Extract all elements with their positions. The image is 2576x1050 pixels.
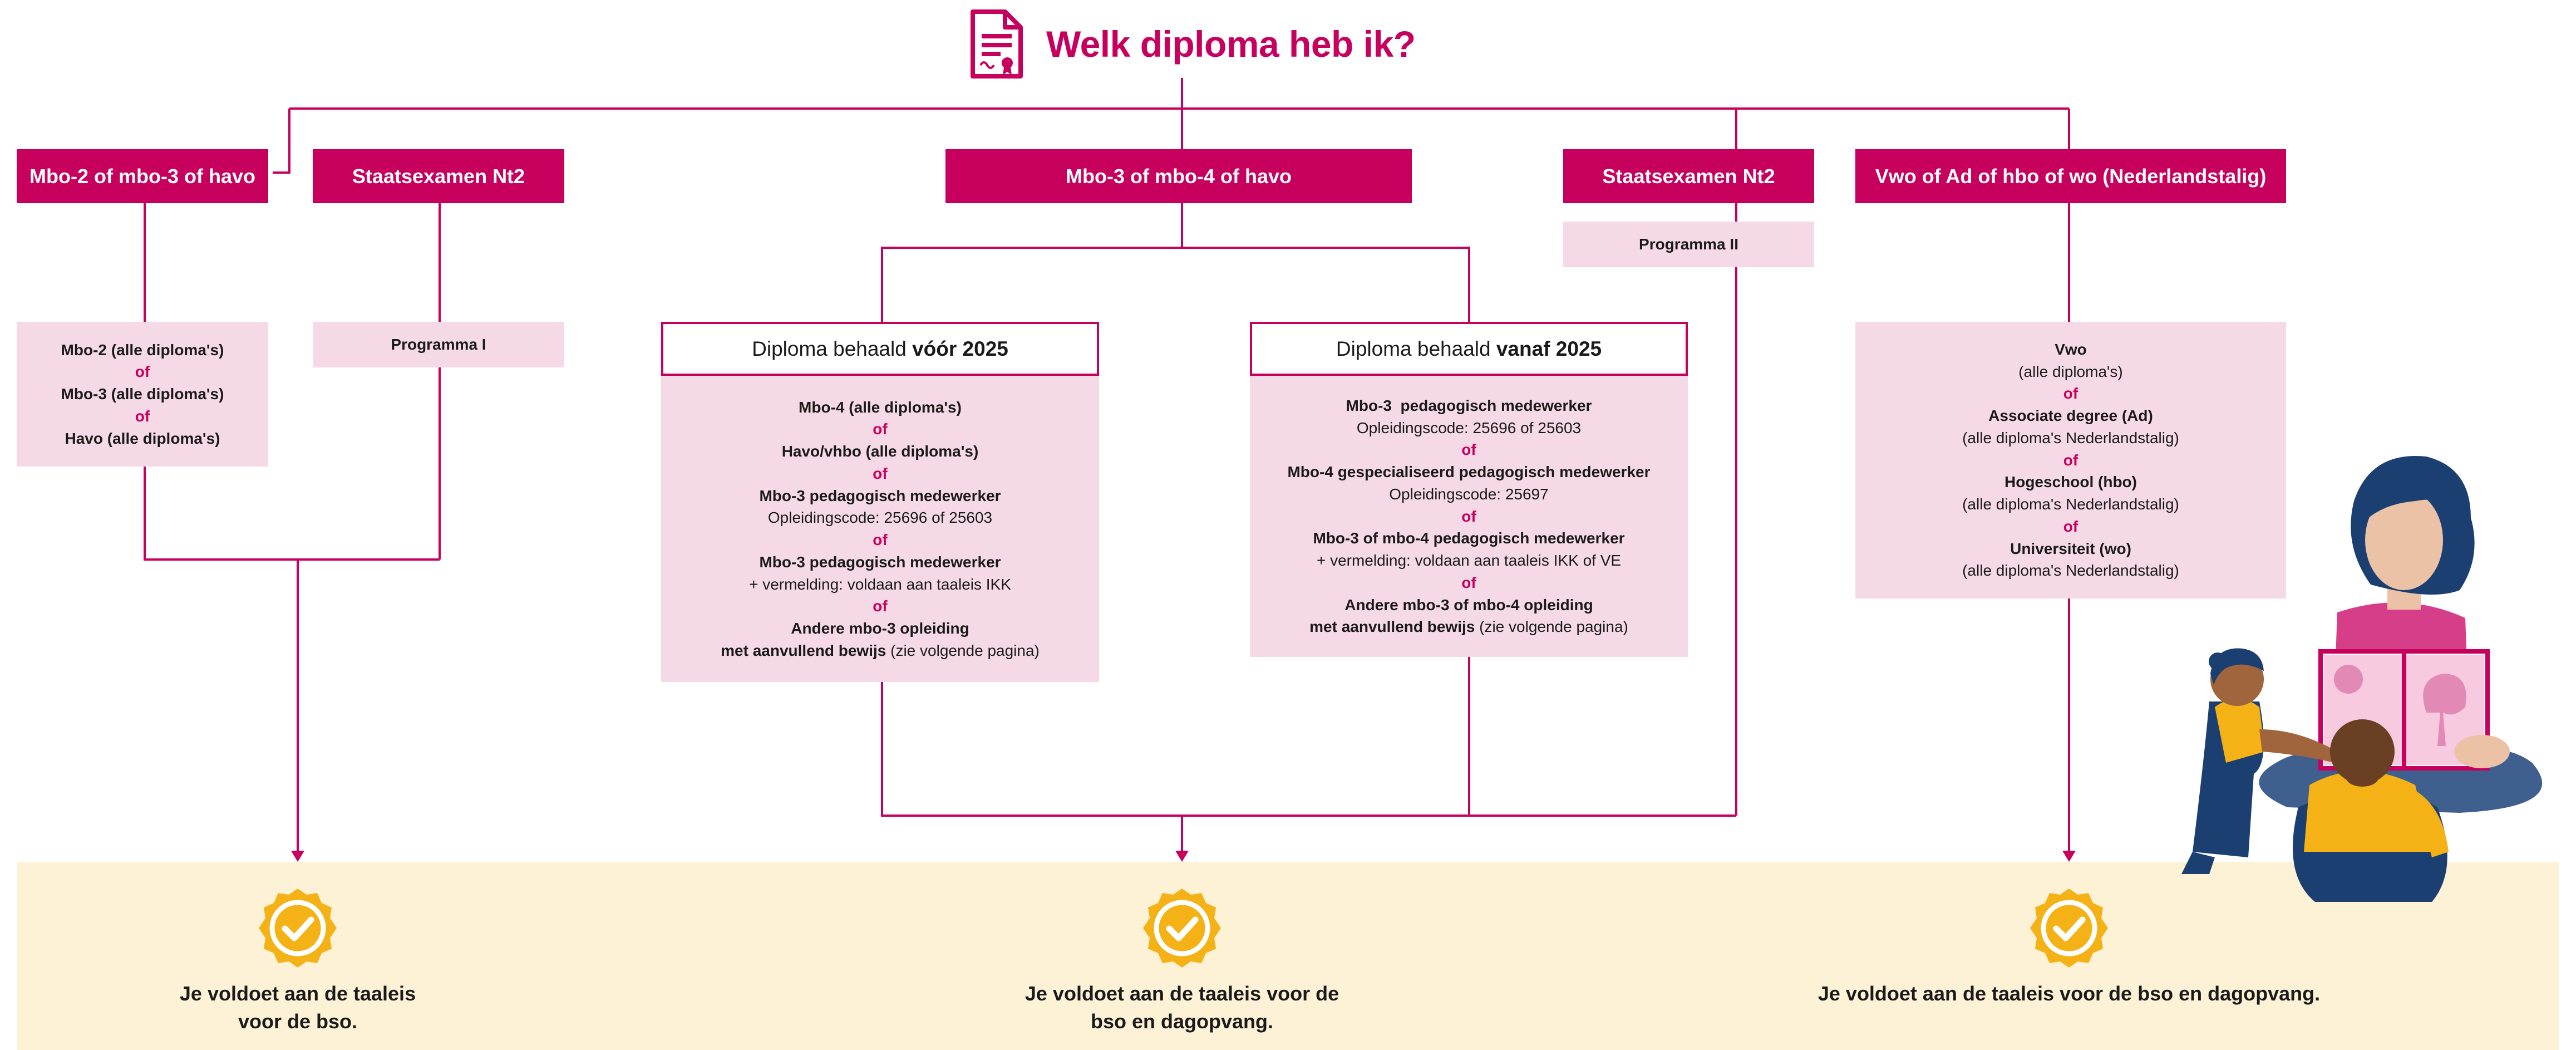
programma-1-label: Programma I [391,336,486,354]
box-line: Mbo-2 (alle diploma's) [61,341,224,359]
box-line-with-note: met aanvullend bewijs (zie volgende pagi… [1309,616,1628,638]
programma-1-box: Programma I [313,322,564,367]
box-note: (zie volgende pagina) [1475,618,1628,636]
result-right: Je voldoet aan de taaleis voor de bso en… [1818,982,2321,1005]
box-line: Mbo-3 pedagogisch medewerker [1346,396,1592,414]
box-subline: + vermelding: voldaan aan taaleis IKK [749,575,1011,593]
child-left-hairbun-shape [2209,652,2227,670]
box-line: Havo (alle diploma's) [65,429,220,447]
box-line: Mbo-4 gespecialiseerd pedagogisch medewe… [1287,463,1651,481]
header-diploma-vanaf-2025: Diploma behaald vanaf 2025 [1250,322,1688,376]
box-diploma-voor-2025: Mbo-4 (alle diploma's) of Havo/vhbo (all… [661,376,1099,682]
reading-family-illustration [2181,456,2543,902]
result-left-line2: voor de bso. [238,1010,358,1033]
result-middle-line1: Je voldoet aan de taaleis voor de [1025,982,1339,1005]
checkmark-badge-icon [1143,889,1221,968]
programma-2-label: Programma II [1639,235,1738,253]
diploma-voor-prefix: Diploma behaald [752,337,913,360]
result-band [17,862,2559,1050]
of-separator: of [1461,573,1476,591]
woman-hand-shape [2454,735,2510,768]
box-line: Mbo-3 of mbo-4 pedagogisch medewerker [1313,529,1625,547]
checkmark-badge-icon [259,889,337,968]
header-vwo-ad-hbo-wo: Vwo of Ad of hbo of wo (Nederlandstalig) [1855,149,2286,203]
box-subline: (alle diploma's Nederlandstalig) [1962,429,2179,447]
of-separator: of [1461,507,1476,525]
box-subline: Opleidingscode: 25696 of 25603 [767,509,993,527]
box-line: Andere mbo-3 opleiding [791,620,969,637]
checkmark-badge-icon [2030,889,2108,968]
diploma-certificate-icon [971,9,1023,78]
header-diploma-voor-2025: Diploma behaald vóór 2025 [661,322,1099,376]
box-line: met aanvullend bewijs [1309,618,1475,636]
box-line: Universiteit (wo) [2010,539,2131,557]
box-note: (zie volgende pagina) [886,641,1040,659]
of-separator: of [2063,451,2078,469]
of-separator: of [135,363,150,381]
header-mbo23-havo: Mbo-2 of mbo-3 of havo [17,149,268,203]
box-mbo23-havo: Mbo-2 (alle diploma's) of Mbo-3 (alle di… [17,322,268,467]
child-left-arm-shape [2259,729,2337,763]
box-line: Mbo-3 pedagogisch medewerker [759,487,1001,504]
box-line: Andere mbo-3 of mbo-4 opleiding [1344,596,1593,614]
box-diploma-vanaf-2025: Mbo-3 pedagogisch medewerker Opleidingsc… [1250,376,1688,657]
diploma-voor-year: vóór 2025 [912,337,1008,360]
box-subline: (alle diploma's) [2018,362,2123,380]
of-separator: of [1461,441,1476,459]
box-line: Mbo-3 pedagogisch medewerker [759,553,1001,571]
of-separator: of [2063,517,2078,535]
diploma-vanaf-year: vanaf 2025 [1496,337,1602,360]
header-staatsexamen-nt2-left: Staatsexamen Nt2 [313,149,564,203]
box-line: Mbo-4 (alle diploma's) [799,398,962,416]
box-subline: Opleidingscode: 25696 of 25603 [1356,419,1582,436]
book-sun-shape [2334,665,2363,694]
box-line: Associate degree (Ad) [1988,407,2153,425]
box-subline: + vermelding: voldaan aan taaleis IKK of… [1316,552,1622,570]
woman-face-shape [2365,490,2443,590]
box-line-with-note: met aanvullend bewijs (zie volgende pagi… [721,640,1040,662]
woman-hair-curls-shape [2360,473,2465,523]
of-separator: of [135,407,150,425]
programma-2-box: Programma II [1563,222,1814,267]
result-left: Je voldoet aan de taaleis voor de bso. [131,980,465,1036]
child-front-head-shape [2330,719,2395,784]
of-separator: of [873,464,888,482]
child-front-arm-shape [2410,791,2449,857]
of-separator: of [2063,385,2078,403]
of-separator: of [873,420,888,438]
box-subline: (alle diploma's Nederlandstalig) [1962,495,2179,513]
box-subline: (alle diploma's Nederlandstalig) [1962,562,2179,580]
of-separator: of [873,597,888,615]
header-mbo34-havo: Mbo-3 of mbo-4 of havo [945,149,1412,203]
box-line: Hogeschool (hbo) [2004,473,2137,491]
child-front-neck-shape [2346,767,2379,787]
page-title: Welk diploma heb ik? [1046,23,1416,65]
child-front-shirt-shape [2304,771,2432,852]
diploma-vanaf-prefix: Diploma behaald [1336,337,1496,360]
box-line: Havo/vhbo (alle diploma's) [781,443,979,460]
box-line: Mbo-3 (alle diploma's) [61,385,224,403]
result-middle-line2: bso en dagopvang. [1090,1010,1274,1033]
book-tree-shape [2423,674,2466,746]
diagram-title: Welk diploma heb ik? [968,8,1416,80]
child-left-foot-shape [2181,852,2215,874]
box-line: met aanvullend bewijs [721,641,886,659]
result-left-line1: Je voldoet aan de taaleis [179,982,416,1005]
child-left-shirt-shape [2215,699,2265,763]
result-middle: Je voldoet aan de taaleis voor de bso en… [987,980,1377,1036]
header-staatsexamen-nt2-right: Staatsexamen Nt2 [1563,149,1814,203]
of-separator: of [873,531,888,548]
box-line: Vwo [2055,340,2087,358]
box-vwo-ad-hbo-wo: Vwo (alle diploma's) of Associate degree… [1855,322,2286,598]
box-subline: Opleidingscode: 25697 [1389,485,1549,503]
